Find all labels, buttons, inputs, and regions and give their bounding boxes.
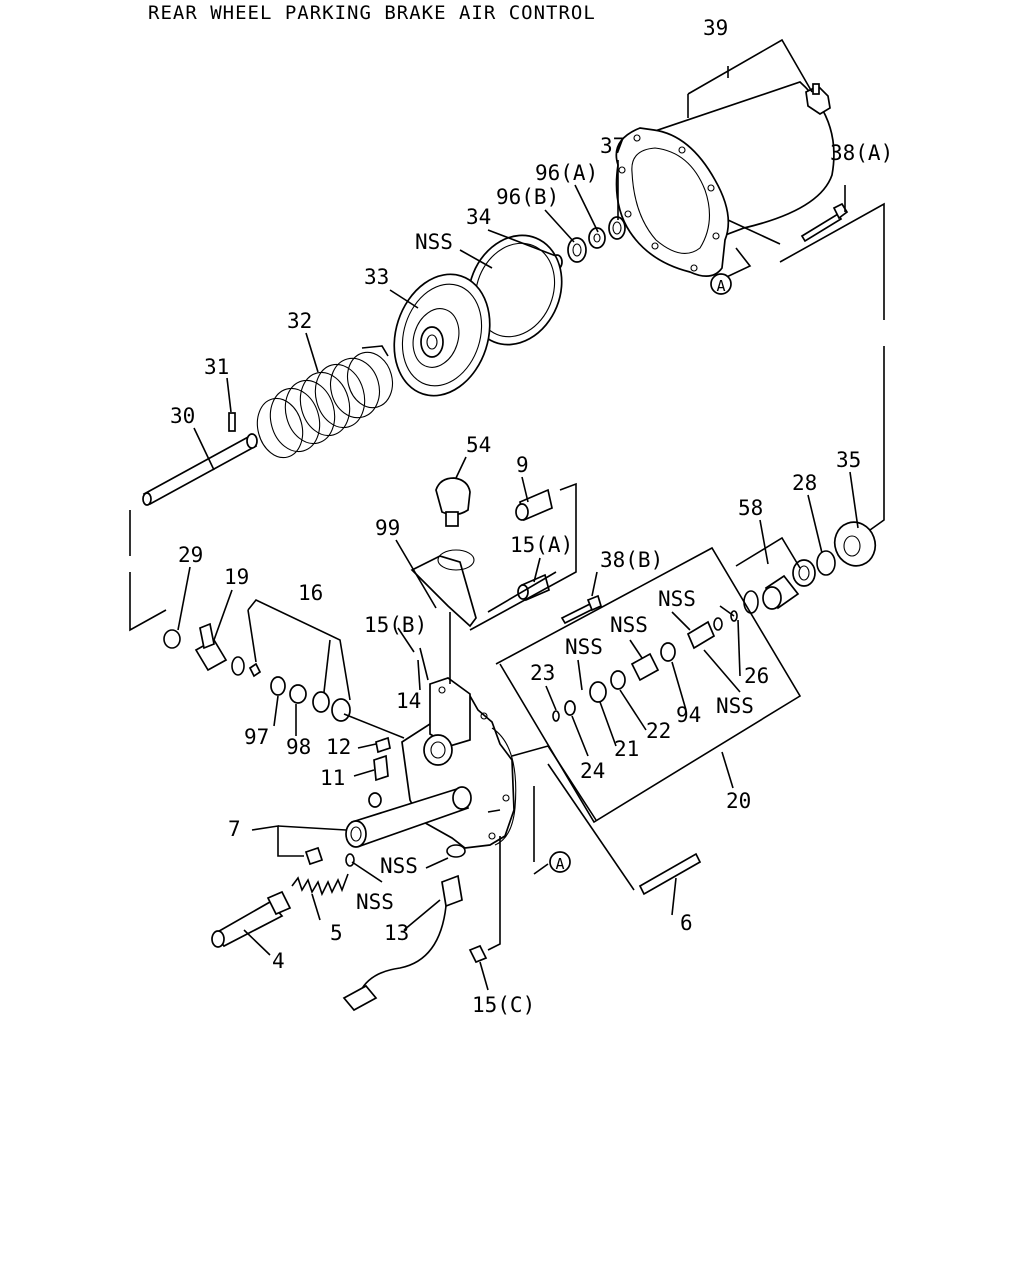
part-5-spring	[291, 853, 355, 897]
ref-mark-a-top: A	[710, 273, 732, 295]
part-54-breather	[435, 477, 471, 527]
callout-30: 30	[170, 404, 195, 428]
part-28-snap-ring	[816, 550, 836, 576]
ref-mark-a-bottom: A	[549, 851, 571, 873]
callout-96a: 96(A)	[535, 161, 598, 185]
part-12-plug	[375, 736, 391, 754]
callout-4: 4	[272, 949, 285, 973]
callout-15b: 15(B)	[364, 613, 427, 637]
part-96a-washer	[588, 227, 606, 249]
callout-nss-1: NSS	[415, 230, 453, 254]
callout-5: 5	[330, 921, 343, 945]
assembly-lines	[129, 202, 885, 951]
callout-14: 14	[396, 689, 421, 713]
part-11-fitting	[373, 754, 389, 782]
callout-labels: 39 38(A) 37 96(A) 96(B) 34 NSS 33 32 31 …	[170, 16, 893, 1017]
callout-96b: 96(B)	[496, 185, 559, 209]
callout-23: 23	[530, 661, 555, 685]
callout-34: 34	[466, 205, 491, 229]
valve-body	[345, 677, 517, 849]
callout-38a: 38(A)	[830, 141, 893, 165]
callout-24: 24	[580, 759, 605, 783]
svg-text:A: A	[555, 855, 564, 873]
callout-nss-7: NSS	[356, 890, 394, 914]
part-37-nut	[608, 216, 626, 240]
callout-19: 19	[224, 565, 249, 589]
callout-58: 58	[738, 496, 763, 520]
part-9-sleeve	[515, 488, 553, 522]
callout-nss-3: NSS	[610, 613, 648, 637]
callout-35: 35	[836, 448, 861, 472]
part-33-piston-plate	[393, 273, 491, 397]
callout-31: 31	[204, 355, 229, 379]
callout-26: 26	[744, 664, 769, 688]
callout-33: 33	[364, 265, 389, 289]
part-96b-washer	[567, 237, 587, 263]
callout-29: 29	[178, 543, 203, 567]
callout-97: 97	[244, 725, 269, 749]
callout-nss-4: NSS	[565, 635, 603, 659]
callout-98: 98	[286, 735, 311, 759]
part-19-fitting	[194, 622, 228, 672]
callout-nss-5: NSS	[716, 694, 754, 718]
part-29-snap-ring	[163, 629, 181, 649]
part-39-chamber-housing	[615, 81, 835, 277]
callout-21: 21	[614, 737, 639, 761]
part-99-bracket	[410, 549, 477, 628]
callout-28: 28	[792, 471, 817, 495]
callout-38b: 38(B)	[600, 548, 663, 572]
part-31-pin	[228, 412, 236, 432]
callout-54: 54	[466, 433, 491, 457]
callout-13: 13	[384, 921, 409, 945]
callout-12: 12	[326, 735, 351, 759]
callout-20: 20	[726, 789, 751, 813]
callout-15c: 15(C)	[472, 993, 535, 1017]
part-15c-nut	[468, 944, 488, 964]
callout-37: 37	[600, 134, 625, 158]
part-38b-bolt	[560, 594, 603, 625]
part-20-valve-kit	[552, 610, 738, 722]
part-32-spring	[256, 345, 394, 459]
callout-nss-6: NSS	[380, 854, 418, 878]
callout-15a: 15(A)	[510, 533, 573, 557]
callout-6: 6	[680, 911, 693, 935]
callout-39: 39	[703, 16, 728, 40]
callout-32: 32	[287, 309, 312, 333]
part-4-cable	[211, 890, 292, 948]
svg-text:A: A	[716, 277, 725, 295]
part-16-kit	[231, 656, 351, 722]
callout-22: 22	[646, 719, 671, 743]
callout-94: 94	[676, 703, 701, 727]
callout-7: 7	[228, 817, 241, 841]
part-38a-bolt	[800, 202, 849, 243]
part-13-sensor	[342, 844, 466, 1012]
part-30-rod	[142, 433, 258, 506]
part-7-cap	[304, 846, 324, 866]
callout-9: 9	[516, 453, 529, 477]
diagram-title: REAR WHEEL PARKING BRAKE AIR CONTROL	[148, 2, 596, 24]
part-6-pin	[638, 852, 702, 896]
callout-99: 99	[375, 516, 400, 540]
part-58-bushing	[743, 559, 816, 614]
part-35-seal	[833, 521, 877, 567]
callout-16: 16	[298, 581, 323, 605]
diaphragm-ring	[467, 234, 563, 346]
callout-11: 11	[320, 766, 345, 790]
callout-nss-2: NSS	[658, 587, 696, 611]
leader-lines	[177, 38, 859, 991]
